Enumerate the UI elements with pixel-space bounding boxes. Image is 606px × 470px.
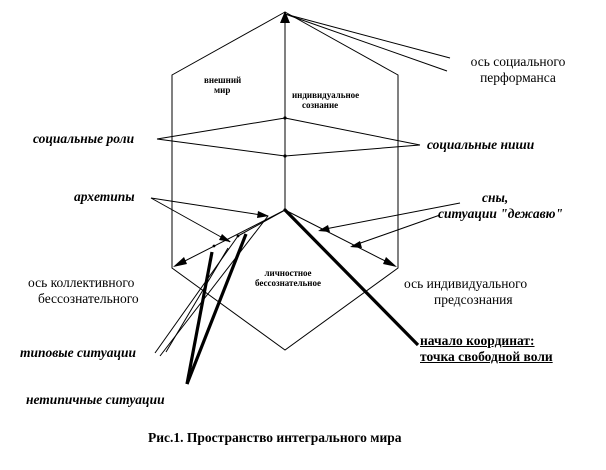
label-line: мир: [214, 85, 231, 96]
pointer-dreams-2: [351, 214, 441, 247]
line-roles-lower: [156, 138, 286, 157]
label-line: личностное: [264, 268, 312, 278]
pointer-social-performance-2: [284, 13, 448, 72]
label-line: бессознательного: [38, 290, 139, 306]
pointer-typical-1: [154, 235, 239, 354]
label-social-roles: социальные роли: [33, 131, 135, 146]
label-line: внешний: [204, 75, 242, 85]
label-line: сны,: [482, 190, 509, 205]
label-axis-collective: ось коллективного бессознательного: [28, 275, 168, 306]
label-individual-consciousness: индивидуальное сознание: [292, 90, 359, 111]
label-social-niches: социальные ниши: [427, 137, 535, 152]
label-axis-social-performance: ось социального перформанса: [448, 54, 588, 85]
label-line: ось социального: [470, 54, 566, 69]
dot-lower: [283, 154, 287, 158]
label-line: начало координат:: [420, 333, 535, 348]
label-line: перформанса: [480, 69, 556, 85]
arrowhead-dreams-1: [318, 225, 330, 232]
label-origin: начало координат: точка свободной воли: [420, 333, 553, 364]
pointer-dreams-1: [319, 202, 461, 231]
arrowhead-left: [173, 257, 187, 267]
label-personal-unconscious: личностное бессознательное: [238, 268, 338, 289]
arrowhead-dreams-2: [350, 241, 362, 248]
atypical-line-2: [185, 233, 248, 385]
dot-origin: [283, 208, 287, 212]
label-typical-situations: типовые ситуации: [20, 345, 136, 360]
arrowhead-right: [383, 257, 397, 267]
pointer-archetypes-2: [150, 197, 231, 243]
label-line: сознание: [302, 100, 339, 111]
label-line: точка свободной воли: [420, 348, 553, 364]
pointer-typical-3: [165, 247, 229, 353]
line-niches-lower: [284, 144, 421, 157]
label-archetypes: архетипы: [74, 189, 135, 204]
label-line: ось коллективного: [28, 275, 135, 290]
label-line: бессознательное: [255, 278, 321, 289]
arrowhead-archetypes-1: [257, 211, 269, 218]
line-niches-upper: [284, 117, 421, 146]
label-axis-individual: ось индивидуального предсознания: [404, 276, 564, 307]
label-line: индивидуальное: [292, 90, 360, 100]
hexagon-outline: [171, 11, 399, 351]
axis-collective-unconscious: [174, 209, 286, 267]
dot-personal: [236, 234, 240, 238]
figure-caption: Рис.1. Пространство интегрального мира: [148, 430, 402, 445]
dot-personal-2: [212, 244, 216, 248]
origin-line: [283, 208, 420, 347]
line-personal-left: [237, 209, 286, 237]
label-line: ситуации "дежавю": [438, 205, 563, 221]
dot-upper: [283, 116, 287, 120]
pointer-archetypes-1: [150, 197, 269, 217]
pointer-social-performance-1: [284, 13, 451, 59]
label-line: предсознания: [434, 291, 513, 307]
arrowhead-top: [280, 11, 290, 23]
label-line: ось индивидуального: [404, 276, 528, 291]
arrowhead-archetypes-2: [219, 234, 231, 242]
atypical-line-1: [185, 251, 214, 385]
label-atypical-situations: нетипичные ситуации: [26, 392, 165, 407]
axis-individual-preconscious: [284, 209, 396, 267]
line-roles-upper: [156, 117, 286, 140]
label-external-world: внешний мир: [204, 75, 241, 96]
label-dreams: сны, ситуации "дежавю": [438, 190, 588, 221]
